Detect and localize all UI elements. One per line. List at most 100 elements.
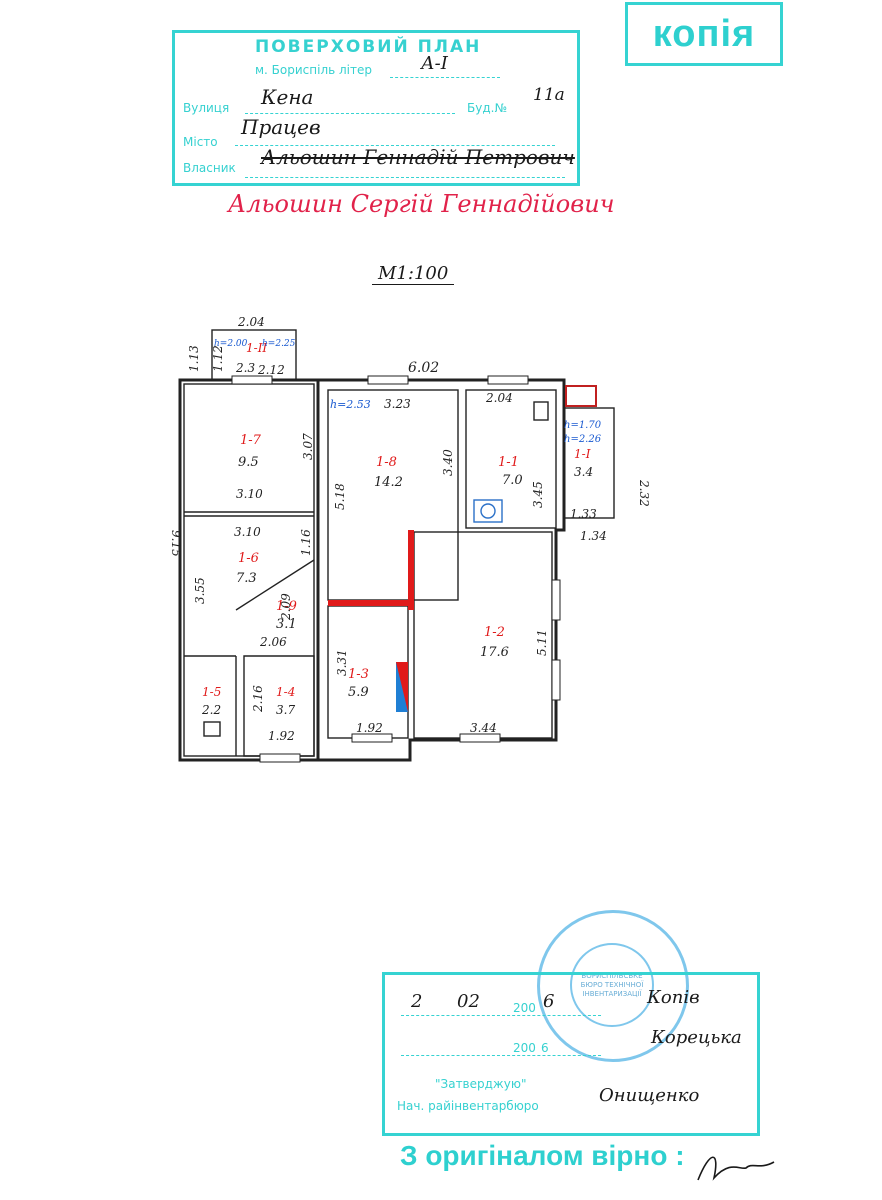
window [351, 733, 393, 743]
round-seal-text: БОРИСПІЛЬСЬКЕ БЮРО ТЕХНІЧНОЇ ІНВЕНТАРИЗА… [570, 943, 654, 1027]
approval-day: 2 [411, 991, 423, 1012]
stove-icon [533, 401, 549, 421]
dimension: 1.33 [570, 507, 597, 521]
room-id: 1-8 [376, 455, 397, 470]
room-1-4-outline [243, 655, 315, 757]
dimension: 3.55 [193, 577, 207, 604]
room-1-I-outline [563, 407, 615, 519]
street-line [245, 113, 455, 114]
dimension: 3.23 [384, 397, 411, 411]
room-area: 3.1 [276, 617, 297, 632]
scale-label: М1:100 [372, 263, 455, 285]
dimension: 3.45 [531, 481, 545, 508]
dimension: 2.06 [259, 635, 287, 649]
owner-struck: Альошин Геннадій Петрович [261, 145, 575, 169]
dimension: 1.92 [356, 721, 383, 735]
approval-line2 [401, 1055, 601, 1056]
red-stove-diag [396, 662, 408, 712]
red-partition-horizontal [328, 600, 414, 606]
wall-diagonal [235, 559, 315, 611]
dimension: 2.32 [637, 479, 651, 507]
height-label: h=2.53 [330, 398, 371, 411]
room-id: 1-7 [240, 433, 262, 448]
round-seal: БОРИСПІЛЬСЬКЕ БЮРО ТЕХНІЧНОЇ ІНВЕНТАРИЗА… [537, 910, 689, 1062]
height-label: h=2.00 [214, 339, 248, 349]
floor-plan: 1-7 9.5 1-8 14.2 1-1 7.0 1-I 3.4 1-6 7.3… [169, 315, 651, 763]
approval-line1 [401, 1015, 601, 1016]
dimension: 2.16 [251, 685, 265, 713]
room-id: 1-2 [484, 625, 505, 640]
dimension: 5.11 [535, 629, 549, 656]
room-area: 3.4 [574, 465, 593, 479]
header-subtitle: м. Бориспіль літер [255, 63, 372, 77]
approval-sign2: Корецька [651, 1027, 742, 1048]
owner-line [245, 177, 565, 178]
room-area: 7.0 [502, 473, 523, 488]
signature [697, 1156, 775, 1181]
height-label: h=2.26 [564, 434, 602, 445]
dimension: 3.10 [234, 525, 261, 539]
dimension: 1.34 [580, 529, 607, 543]
east-wing-outline [318, 378, 566, 762]
window [459, 733, 501, 743]
room-area: 5.9 [348, 685, 369, 700]
approval-year2-prefix: 200 [513, 1041, 536, 1055]
approval-chief-label: Нач. райінвентарбюро [397, 1099, 539, 1113]
room-area: 2.3 [235, 361, 255, 375]
dimension: 1.16 [299, 529, 313, 556]
dimension: 3.44 [470, 721, 497, 735]
approval-chief-name: Онищенко [599, 1085, 700, 1106]
header-title: ПОВЕРХОВИЙ ПЛАН [255, 37, 482, 57]
dimension: 3.10 [236, 487, 263, 501]
window [231, 375, 273, 385]
room-id: 1-3 [348, 667, 369, 682]
city-line [235, 145, 555, 146]
building-value: 11а [533, 85, 565, 105]
header-letter-line [390, 77, 500, 78]
room-area: 17.6 [480, 645, 509, 660]
owner-new-handwritten: Альошин Сергій Геннадійович [228, 190, 615, 218]
original-certified-stamp: З оригіналом вірно : [400, 1140, 685, 1171]
street-value: Кена [261, 85, 314, 109]
room-id: 1-1 [498, 455, 519, 470]
dimension: 1.13 [187, 345, 201, 372]
height-label: h=2.25 [262, 339, 296, 349]
red-partition-vertical [408, 530, 414, 610]
window [551, 659, 561, 701]
dimension: 9.15 [169, 530, 183, 557]
chimney [565, 385, 597, 407]
window [259, 753, 301, 763]
room-1-8-outline [327, 389, 459, 601]
dimension: 3.31 [335, 649, 349, 676]
room-id: 1-I [574, 447, 591, 461]
street-label: Вулиця [183, 101, 230, 115]
room-id: 1-II [246, 341, 267, 355]
dimension: 2.09 [279, 593, 293, 621]
approval-year-suffix: 6 [543, 991, 555, 1012]
room-area: 7.3 [236, 571, 257, 586]
boiler-icon [473, 499, 503, 523]
room-id: 1-6 [238, 551, 259, 566]
dimension: 2.04 [485, 391, 513, 405]
room-id: 1-5 [202, 685, 221, 699]
building-label: Буд.№ [467, 101, 507, 115]
boiler-circle [480, 503, 496, 519]
toilet-icon [203, 721, 221, 737]
dimension: 2.12 [257, 363, 285, 377]
window [367, 375, 409, 385]
dimension: 2.04 [237, 315, 265, 329]
owner-label: Власник [183, 161, 236, 175]
city-value: Працев [241, 115, 321, 139]
dimension: 6.02 [408, 360, 439, 376]
room-area: 3.7 [276, 703, 295, 717]
approval-year-prefix: 200 [513, 1001, 536, 1015]
city-label: Місто [183, 135, 218, 149]
room-1-2-outline [413, 531, 553, 739]
room-id: 1-9 [276, 599, 297, 614]
room-area: 2.2 [201, 703, 221, 717]
dimension: 3.07 [301, 433, 315, 460]
dimension: 1.12 [211, 345, 225, 372]
dimension: 5.18 [333, 483, 347, 510]
approval-stamp: 2 02 200 6 Копів 200 6 Корецька "Затверд… [382, 972, 760, 1136]
window [487, 375, 529, 385]
